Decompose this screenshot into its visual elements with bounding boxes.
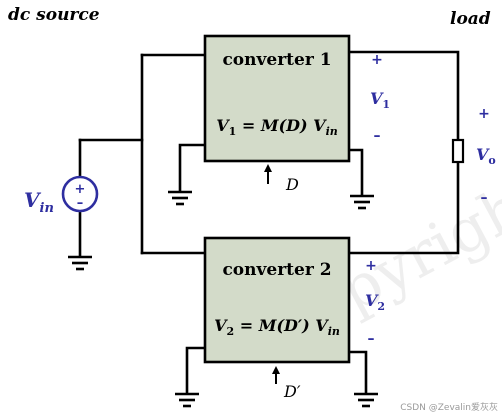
vo-minus: – xyxy=(481,190,488,206)
control-arrow-2 xyxy=(272,366,280,384)
converter-1-title: converter 1 xyxy=(222,50,331,70)
source-plus: + xyxy=(75,182,86,197)
c1-left-ground-wire xyxy=(178,143,207,192)
c2-right-ground-wire xyxy=(347,350,368,394)
vo-label: Vo xyxy=(476,145,496,167)
output-bottom-wire xyxy=(347,160,460,255)
load-label: load xyxy=(450,9,491,29)
wires xyxy=(78,50,460,394)
v1-label: V1 xyxy=(370,89,390,111)
ground-source xyxy=(68,255,92,271)
converter-2-box xyxy=(203,236,351,364)
ground-c2-left xyxy=(175,392,199,408)
converter-2-title: converter 2 xyxy=(222,260,331,280)
converter-1-equation: V1 = M(D) Vin xyxy=(216,116,338,138)
vo-plus: + xyxy=(478,106,490,122)
c2-left-ground-wire xyxy=(185,346,207,394)
v2-plus: + xyxy=(365,258,377,274)
voltage-source-icon xyxy=(61,175,99,213)
v1-plus: + xyxy=(371,52,383,68)
control-label-1: D xyxy=(285,175,299,194)
converter-2-equation: V2 = M(D′) Vin xyxy=(214,316,340,338)
control-label-2: D′ xyxy=(283,382,301,401)
c1-right-ground-wire xyxy=(347,148,364,196)
vin-label: Vin xyxy=(24,188,54,216)
credit-text: CSDN @Zevalin爱灰灰 xyxy=(400,401,498,413)
output-top-wire xyxy=(347,50,460,142)
v1-minus: – xyxy=(374,128,381,144)
converter-1-box xyxy=(203,34,351,163)
ground-c1-left xyxy=(168,190,192,206)
dc-source-label: dc source xyxy=(8,5,100,25)
ground-c2-right xyxy=(354,392,378,408)
control-arrow-1 xyxy=(264,164,272,184)
load-resistor xyxy=(451,138,465,164)
v2-label: V2 xyxy=(365,291,385,313)
ground-c1-right xyxy=(350,194,374,210)
source-minus: – xyxy=(77,196,84,211)
v2-minus: – xyxy=(368,331,375,347)
